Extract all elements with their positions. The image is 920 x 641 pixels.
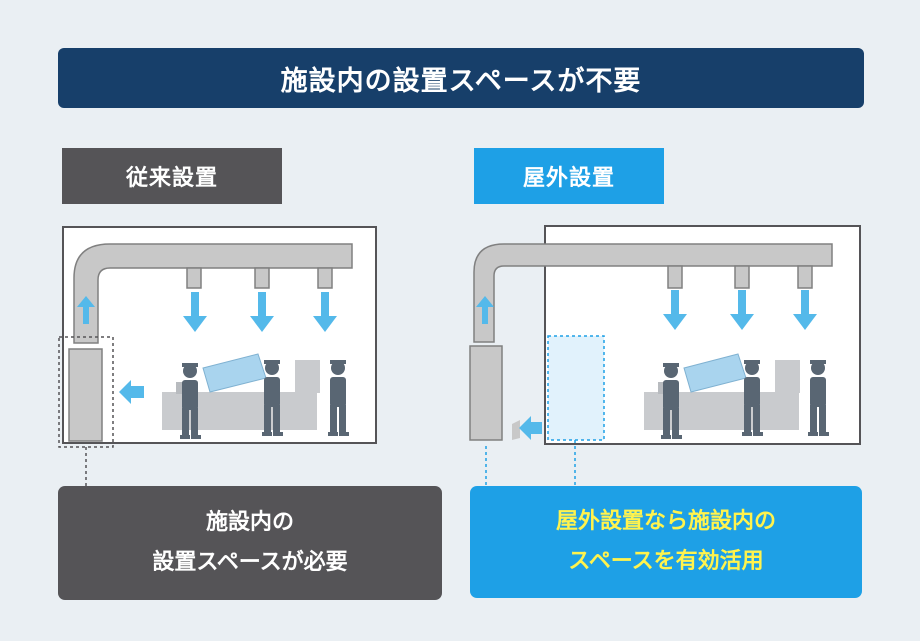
duct-outlet	[186, 267, 202, 289]
caption-line: 屋外設置なら施設内の	[555, 509, 776, 534]
outdoor-diagram	[469, 225, 861, 486]
caption-line: 設置スペースが必要	[152, 550, 348, 575]
caption-line: スペースを有効活用	[568, 549, 764, 574]
freed-space	[547, 335, 605, 441]
duct	[73, 243, 353, 344]
outdoor-install-label: 屋外設置	[474, 148, 664, 204]
up-arrow-icon	[476, 296, 494, 324]
occupied-space-frame	[58, 336, 114, 448]
duct	[473, 243, 833, 343]
page-title: 施設内の設置スペースが不要	[58, 48, 864, 108]
up-arrow-icon	[77, 296, 95, 324]
outdoor-caption: 屋外設置なら施設内の スペースを有効活用	[470, 486, 862, 598]
duct-outlet	[734, 265, 750, 289]
ac-unit	[469, 345, 503, 441]
duct-outlet	[317, 267, 333, 289]
conventional-caption: 施設内の 設置スペースが必要	[58, 486, 442, 600]
caption-line: 施設内の	[205, 510, 294, 535]
left-arrow-icon	[519, 416, 542, 440]
left-arrow-icon	[119, 380, 144, 404]
ac-unit	[68, 348, 103, 442]
duct-outlet	[797, 265, 813, 289]
duct-outlet	[254, 267, 270, 289]
conventional-install-label: 従来設置	[62, 148, 282, 204]
conventional-diagram	[58, 226, 377, 486]
duct-outlet	[667, 265, 683, 289]
